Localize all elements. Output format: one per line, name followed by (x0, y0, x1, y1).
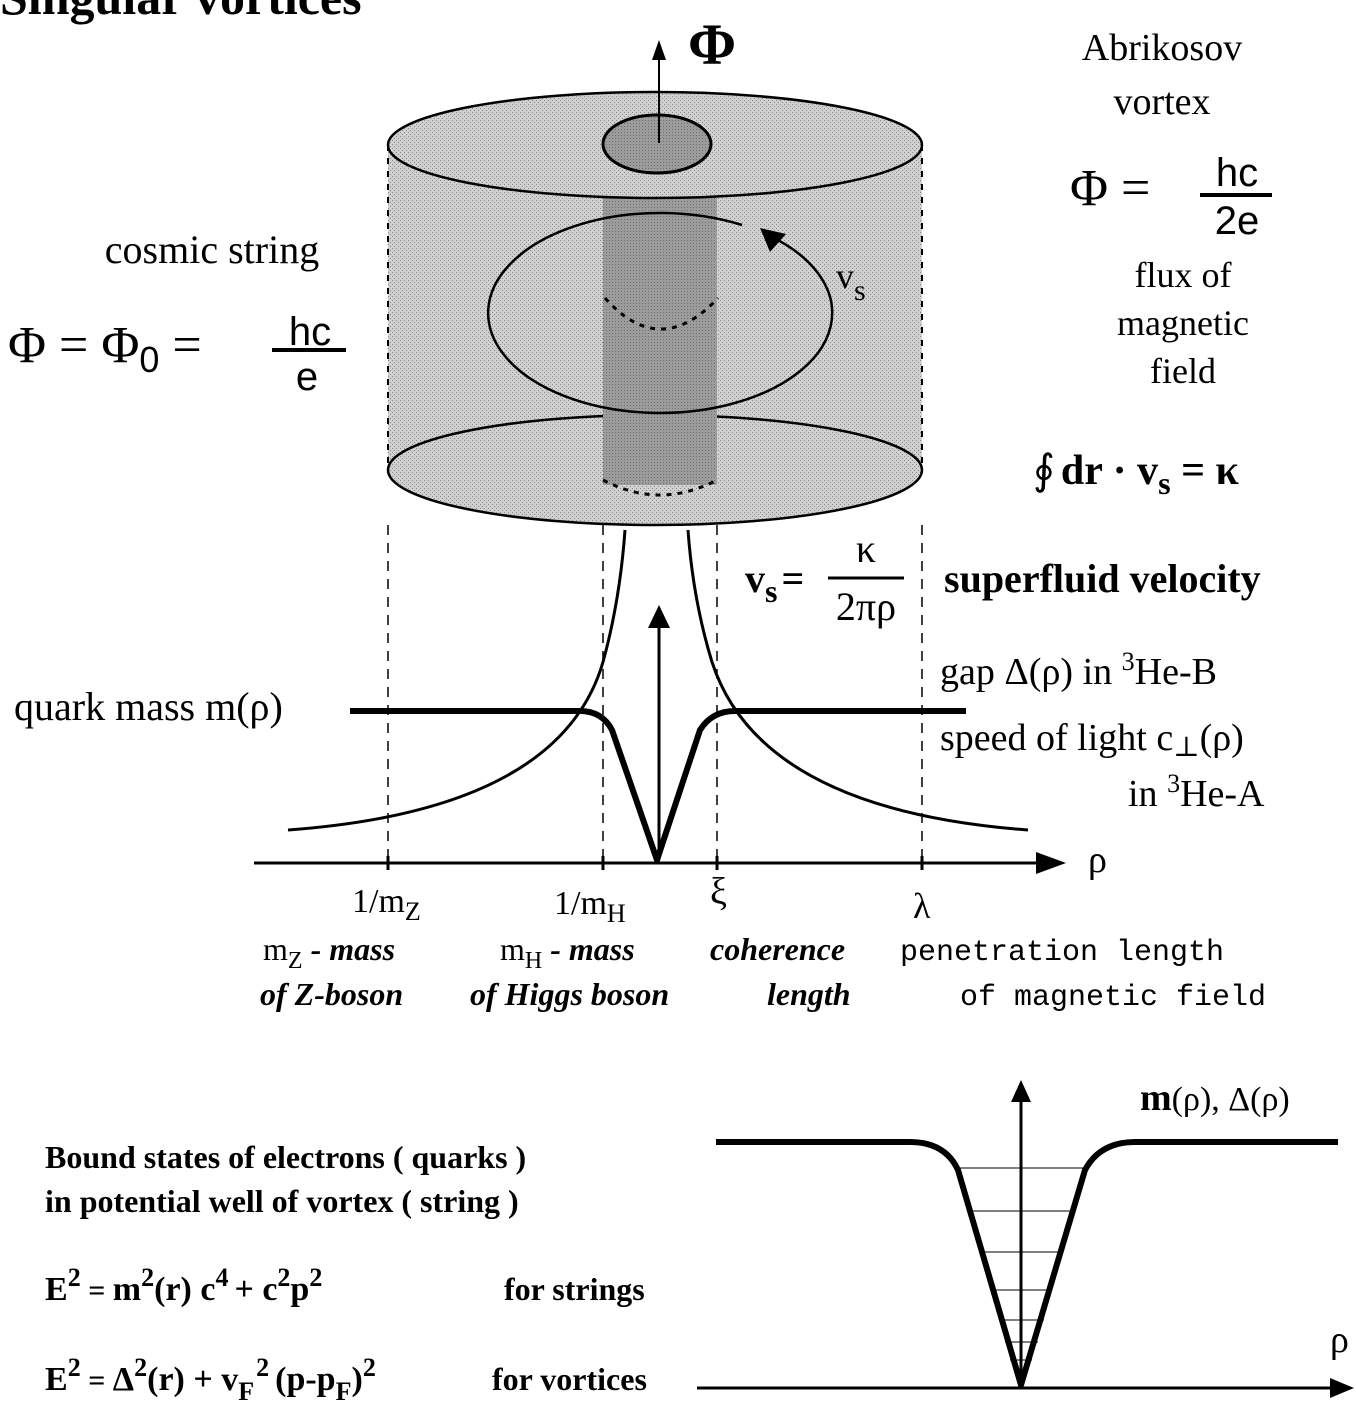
svg-text:Abrikosov: Abrikosov (1082, 27, 1242, 69)
profile-plot (254, 525, 1066, 874)
svg-text:Φ =: Φ = (1070, 160, 1150, 217)
mh-desc-2: of Higgs boson (470, 976, 669, 1012)
circulation-equation: ∮dr · vs = κ (1033, 448, 1240, 501)
svg-text:κ: κ (856, 526, 876, 571)
svg-text:in potential well of vortex (: in potential well of vortex ( string ) (45, 1183, 519, 1219)
svg-text:2e: 2e (1215, 199, 1260, 243)
svg-text:superfluid velocity: superfluid velocity (944, 556, 1261, 601)
flux-arrow (652, 40, 666, 60)
penetration-desc-2: of magnetic field (960, 981, 1266, 1015)
mz-desc: mZ - mass (263, 931, 395, 974)
svg-text:for strings: for strings (504, 1271, 645, 1307)
tick-xi: ξ (710, 871, 727, 913)
svg-text:vortex: vortex (1113, 81, 1210, 123)
tick-mh: 1/mH (554, 885, 626, 928)
tick-lambda: λ (913, 886, 931, 926)
well-label: m(ρ), Δ(ρ) (1140, 1077, 1290, 1119)
well-curve (716, 1139, 1338, 1388)
svg-text:vs=: vs= (745, 556, 804, 609)
flux-symbol: Φ (688, 12, 736, 77)
velocity-curve-right (686, 529, 1029, 832)
potential-well-plot: m(ρ), Δ(ρ) ρ (697, 1077, 1354, 1398)
cosmic-string-block: cosmic string Φ = Φ0 = hc e (8, 227, 346, 399)
coherence-desc: coherence (710, 931, 845, 967)
light-speed-label: speed of light c⊥(ρ) (940, 717, 1244, 763)
velocity-curve-left (287, 529, 627, 832)
svg-text:cosmic string: cosmic string (105, 227, 319, 272)
tick-mz: 1/mZ (352, 883, 421, 926)
string-equation: E2 = m2(r) c4+ c2p2 (45, 1263, 322, 1308)
vortex-equation: E2 = Δ2(r) + vF2(p-pF)2 (45, 1353, 376, 1406)
quark-mass-curve (350, 708, 966, 863)
svg-text:for vortices: for vortices (492, 1361, 647, 1397)
gap-label: gap Δ(ρ) in 3He-B (940, 647, 1217, 693)
penetration-desc: penetration length (900, 936, 1224, 970)
abrikosov-block: Abrikosov vortex Φ = hc 2e flux of magne… (1033, 27, 1272, 501)
svg-text:2πρ: 2πρ (836, 584, 896, 629)
svg-text:e: e (296, 355, 318, 399)
mh-desc: mH - mass (500, 931, 635, 974)
mz-desc-2: of Z-boson (260, 976, 403, 1012)
vortex-core (603, 175, 717, 485)
velocity-formula: vs= κ 2πρ superfluid velocity (745, 526, 1261, 629)
quark-mass-label: quark mass m(ρ) (14, 684, 283, 729)
vortex-cylinder (386, 40, 924, 527)
svg-text:hc: hc (289, 310, 331, 354)
svg-text:flux of: flux of (1135, 255, 1232, 295)
rho-axis-label: ρ (1088, 839, 1107, 881)
svg-text:field: field (1150, 351, 1216, 391)
svg-text:Φ = Φ0 =: Φ = Φ0 = (8, 317, 202, 380)
svg-text:magnetic: magnetic (1117, 303, 1249, 343)
vs-label: vs (836, 256, 866, 307)
bound-states-block: Bound states of electrons ( quarks ) in … (45, 1139, 647, 1406)
svg-text:Bound states of electrons ( qu: Bound states of electrons ( quarks ) (45, 1139, 526, 1175)
svg-text:hc: hc (1216, 151, 1258, 195)
circulation-arrow (486, 211, 834, 415)
coherence-desc-2: length (767, 976, 851, 1012)
page-title: Singular vortices (0, 0, 362, 25)
core-top (601, 113, 713, 175)
light-medium-label: in 3He-A (1128, 769, 1265, 815)
well-rho-label: ρ (1330, 1319, 1349, 1361)
